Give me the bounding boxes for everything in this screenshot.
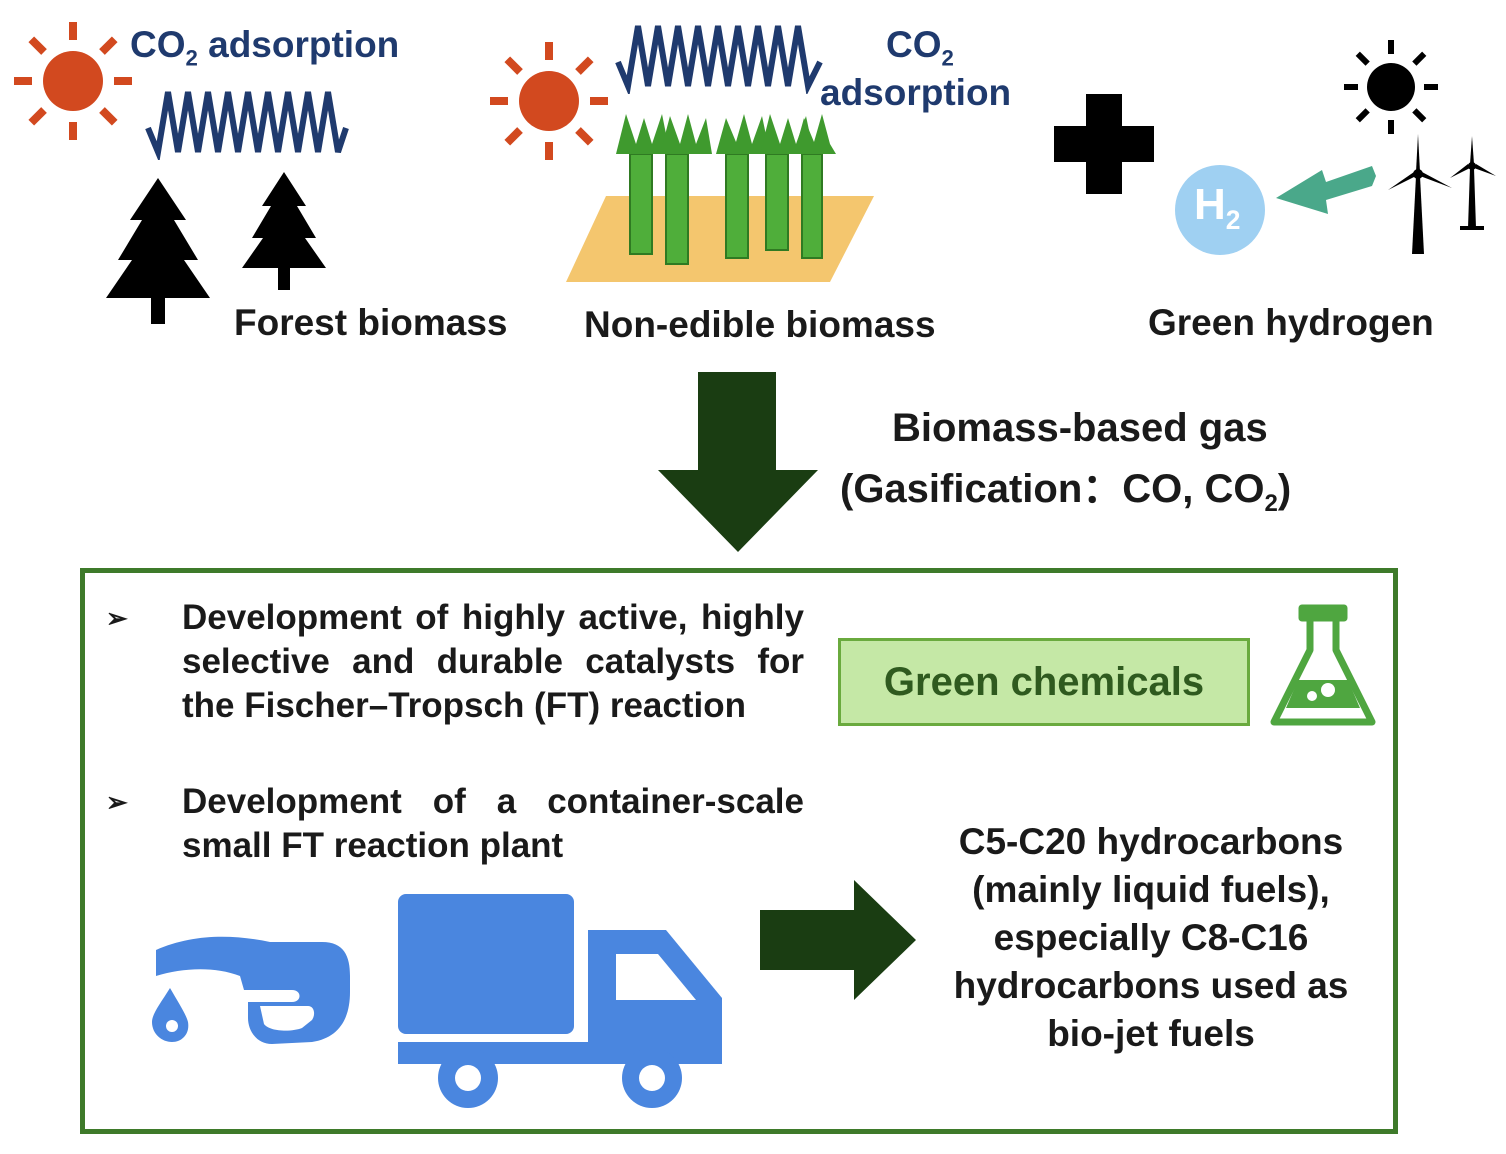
sun-icon <box>14 22 132 140</box>
sun-icon <box>490 42 608 160</box>
flask-icon <box>1270 604 1376 726</box>
co2-absorption-arrows-icon <box>145 91 349 160</box>
bullet-arrow-icon: ➢ <box>106 787 128 817</box>
gas-title: Biomass-based gas <box>892 406 1268 450</box>
forest-biomass-label: Forest biomass <box>234 302 508 343</box>
bullet-arrow-icon: ➢ <box>106 603 128 633</box>
bullet-text: Development of highly active, highly sel… <box>182 598 804 725</box>
bullet-item: ➢ Development of a container-scale small… <box>106 780 816 880</box>
bullet-item: ➢ Development of highly active, highly s… <box>106 596 816 776</box>
tree-icon <box>242 172 326 290</box>
co2-absorption-arrows-icon <box>615 25 823 94</box>
truck-icon <box>398 894 722 1108</box>
arrow-down-icon <box>658 372 818 552</box>
nonedible-adsorption-label: adsorption <box>820 72 1012 113</box>
wind-turbine-icon <box>1388 134 1496 254</box>
green-hydrogen-label: Green hydrogen <box>1148 302 1434 343</box>
gas-composition: (Gasification：CO, CO2) <box>840 467 1292 517</box>
h2-flow-arrow-icon <box>1276 166 1376 214</box>
nonedible-co2-label: CO2 <box>886 24 954 71</box>
plus-icon <box>1054 94 1154 194</box>
h2-icon <box>1175 165 1265 255</box>
fuel-nozzle-icon <box>152 936 350 1044</box>
product-description: C5-C20 hydrocarbons (mainly liquid fuels… <box>953 821 1349 1054</box>
green-chemicals-label: Green chemicals <box>838 638 1250 726</box>
bullet-text: Development of a container-scale small F… <box>182 782 804 865</box>
process-panel <box>80 568 1398 1134</box>
h2-label: H2 <box>1194 180 1241 235</box>
sun-icon <box>1344 40 1438 134</box>
grass-field-icon <box>566 114 874 282</box>
arrow-right-icon <box>760 880 916 1000</box>
forest-co2-label: CO2 adsorption <box>130 24 400 71</box>
nonedible-biomass-label: Non-edible biomass <box>584 304 936 345</box>
tree-icon <box>106 178 210 324</box>
